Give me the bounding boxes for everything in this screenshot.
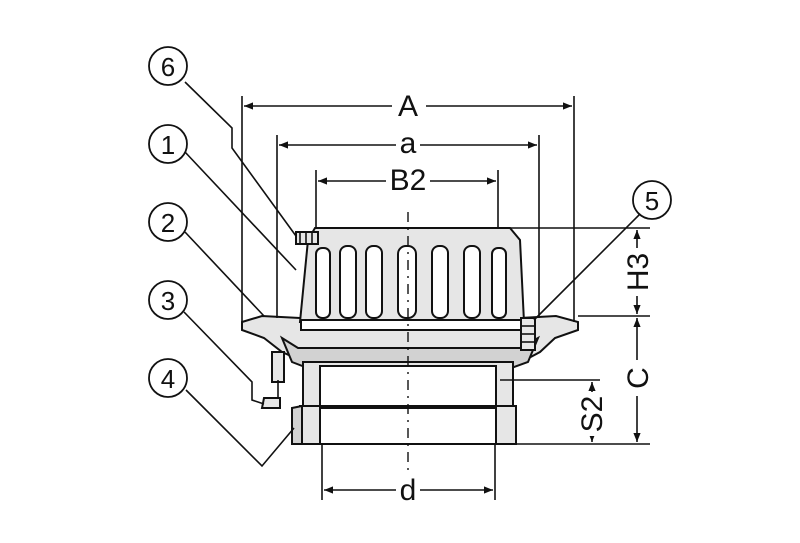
strainer-base-ring (300, 319, 524, 331)
label-S2: S2 (576, 396, 609, 433)
strainer-slot (365, 245, 383, 319)
dome-strainer (298, 227, 526, 331)
label-A: A (398, 90, 418, 123)
seal-ring (291, 404, 303, 445)
callout-5: 5 (632, 180, 672, 220)
callout-6: 6 (148, 46, 188, 86)
callout-4-label: 4 (161, 364, 175, 394)
leader-lines (183, 81, 641, 468)
callout-2-label: 2 (161, 208, 175, 238)
label-H3: H3 (622, 253, 655, 291)
label-a: a (400, 127, 417, 160)
strainer-slot (463, 245, 481, 319)
callout-5-label: 5 (645, 186, 659, 216)
clamp-bracket (260, 351, 285, 409)
callout-3-label: 3 (161, 286, 175, 316)
label-B2: B2 (390, 164, 427, 197)
callout-2: 2 (148, 202, 188, 242)
clamp-bolt (271, 351, 285, 383)
clamp-foot (260, 397, 281, 409)
strainer-slot (315, 247, 331, 319)
strainer-slot (491, 247, 507, 319)
callout-6-label: 6 (161, 52, 175, 82)
label-d: d (400, 474, 417, 507)
bolt-left (295, 231, 319, 245)
label-C: C (622, 367, 655, 389)
extension-lines (241, 96, 650, 500)
bolt-right (520, 317, 536, 351)
strainer-slot (397, 245, 417, 319)
callout-4: 4 (148, 358, 188, 398)
strainer-slot (339, 245, 357, 319)
strainer-slot (431, 245, 449, 319)
callout-1: 1 (148, 124, 188, 164)
callout-1-label: 1 (161, 130, 175, 160)
callout-3: 3 (148, 280, 188, 320)
